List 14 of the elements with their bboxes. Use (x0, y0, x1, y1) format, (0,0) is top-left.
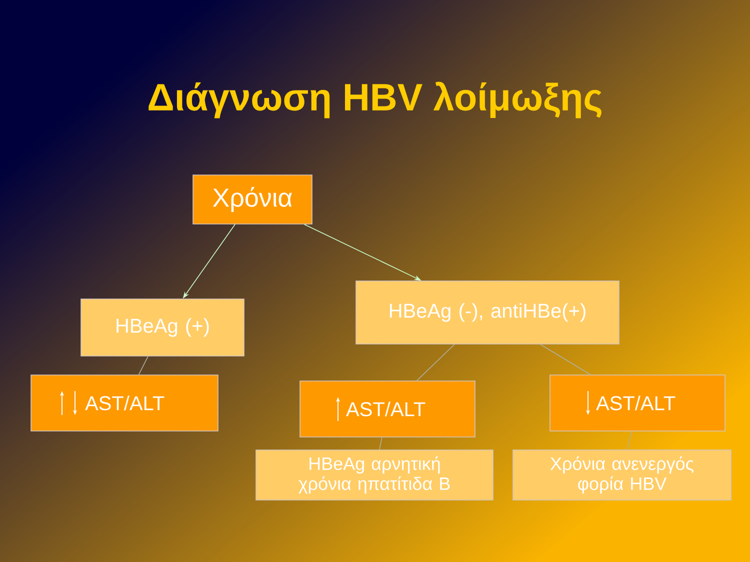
connector-line (138, 356, 148, 375)
result-box: HBeAg (+) (80, 298, 244, 356)
connector-line (627, 431, 632, 450)
result-box: HBeAg (-), antiHBe(+) (356, 280, 620, 344)
connector-line (540, 344, 591, 375)
connector-line (379, 437, 382, 450)
process-box: AST/ALT (30, 374, 218, 432)
title: Διάγνωση HBV λοίμωξης (148, 82, 602, 118)
process-box: Χρόνια (192, 174, 312, 224)
process-box: AST/ALT (300, 380, 476, 438)
result-box: HBeAg αρνητική χρόνια ηπατίτιδα Β (256, 450, 494, 500)
connector-line (416, 344, 455, 381)
process-box: AST/ALT (550, 374, 726, 432)
result-box: Χρόνια ανενεργός φορία HBV (512, 450, 732, 500)
